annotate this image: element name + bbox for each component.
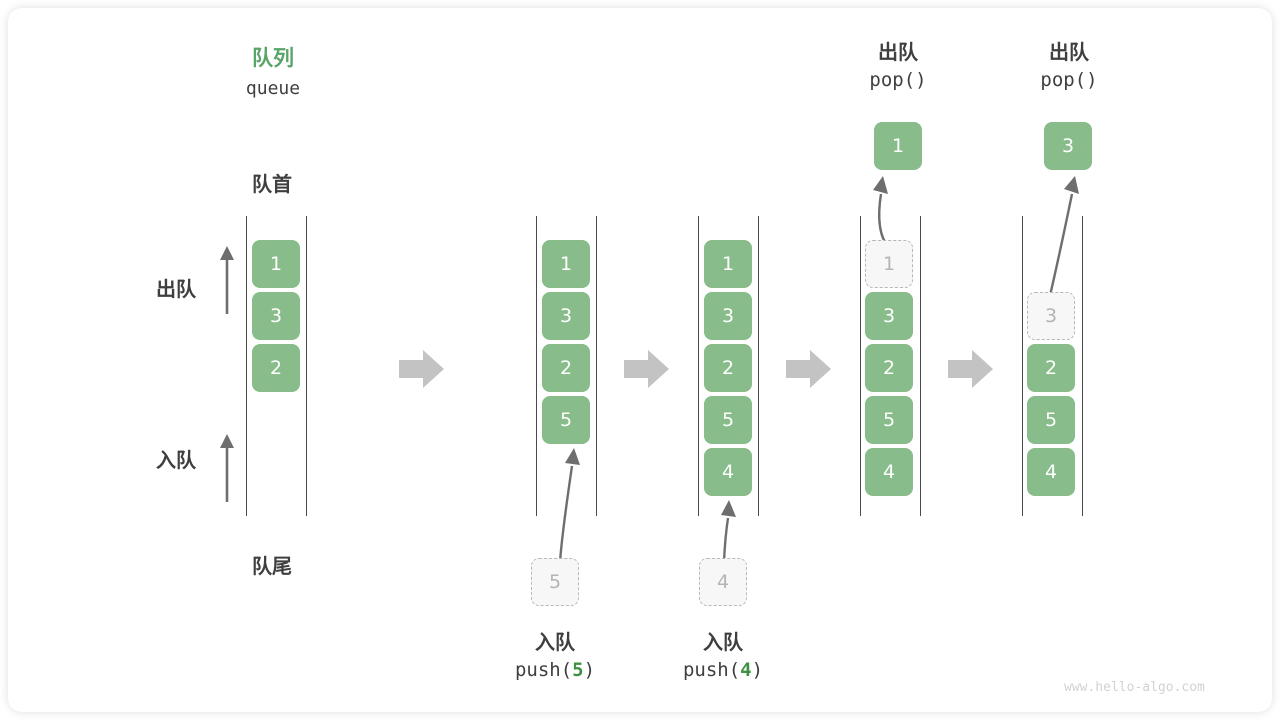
queue-cell: 5	[704, 396, 752, 444]
queue-cell: 1	[252, 240, 300, 288]
queue-cell: 3	[252, 292, 300, 340]
push-4-arrow-icon	[721, 500, 736, 563]
queue-cell: 2	[704, 344, 752, 392]
queue-cell: 5	[865, 396, 913, 444]
enqueue-up-arrow-icon	[220, 434, 234, 502]
pop-3-label-code: pop()	[1040, 69, 1098, 91]
channel-line-left	[1022, 216, 1024, 516]
push-4-label-code: push(4)	[682, 659, 764, 681]
channel-line-left	[536, 216, 538, 516]
push-5-label-cn: 入队	[535, 630, 575, 654]
channel-line-right	[596, 216, 598, 516]
pop-1-label-cn: 出队	[878, 40, 918, 64]
channel-line-right	[1082, 216, 1084, 516]
push-5-arrow-icon	[558, 448, 580, 563]
step-arrow-icon	[399, 350, 444, 388]
queue-cell: 5	[542, 396, 590, 444]
queue-cell: 2	[1027, 344, 1075, 392]
push-5-label: 入队 push(5)	[490, 628, 620, 684]
step-arrow-icon	[786, 350, 831, 388]
pop-3-label: 出队 pop()	[1004, 38, 1134, 94]
queue-cell: 2	[542, 344, 590, 392]
diagram-title-cn: 队列	[252, 46, 294, 70]
push-4-label-cn: 入队	[703, 630, 743, 654]
queue-cell: 3	[865, 292, 913, 340]
watermark: www.hello-algo.com	[1064, 680, 1205, 695]
popped-cell-3: 3	[1044, 122, 1092, 170]
queue-cell: 5	[1027, 396, 1075, 444]
push-5-label-code: push(5)	[514, 659, 596, 681]
queue-cell: 4	[1027, 448, 1075, 496]
queue-cell-ghost: 1	[865, 240, 913, 288]
push-4-label: 入队 push(4)	[658, 628, 788, 684]
front-label: 队首	[252, 172, 292, 196]
channel-line-left	[698, 216, 700, 516]
queue-cell: 4	[704, 448, 752, 496]
diagram-card: 队列 queue 队首 队尾 出队 入队 1 3 2 1 3 2 5 5	[8, 8, 1272, 712]
dequeue-up-arrow-icon	[220, 246, 234, 314]
rear-label: 队尾	[252, 554, 292, 578]
step-arrow-icon	[948, 350, 993, 388]
pop-1-label: 出队 pop()	[833, 38, 963, 94]
channel-line-right	[758, 216, 760, 516]
channel-line-left	[860, 216, 862, 516]
channel-line-right	[920, 216, 922, 516]
push-5-ghost-cell: 5	[531, 558, 579, 606]
step-arrow-icon	[624, 350, 669, 388]
queue-cell: 1	[704, 240, 752, 288]
queue-cell: 3	[542, 292, 590, 340]
diagram-title-en: queue	[245, 78, 301, 99]
dequeue-side-label: 出队	[156, 277, 196, 301]
queue-cell-ghost: 3	[1027, 292, 1075, 340]
pop-3-label-cn: 出队	[1049, 40, 1089, 64]
popped-cell-1: 1	[874, 122, 922, 170]
channel-line-right	[306, 216, 308, 516]
channel-line-left	[246, 216, 248, 516]
pop-1-label-code: pop()	[869, 69, 927, 91]
push-4-ghost-cell: 4	[699, 558, 747, 606]
queue-cell: 1	[542, 240, 590, 288]
queue-cell: 4	[865, 448, 913, 496]
queue-cell: 2	[865, 344, 913, 392]
queue-cell: 2	[252, 344, 300, 392]
enqueue-side-label: 入队	[156, 448, 196, 472]
queue-cell: 3	[704, 292, 752, 340]
pop-3-arrow-icon	[1046, 176, 1079, 305]
